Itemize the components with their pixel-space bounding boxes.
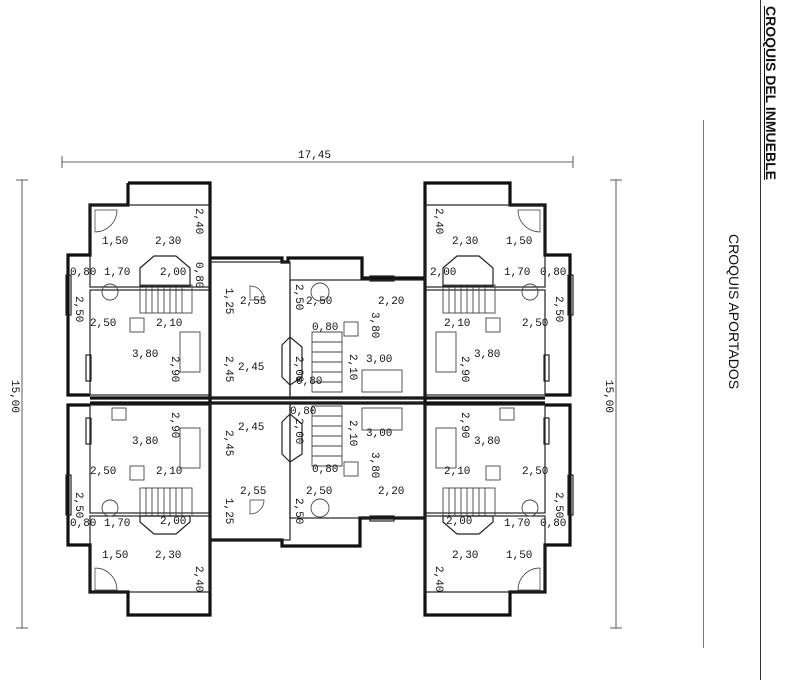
dim-label: 2,90 [458,412,470,438]
dim-label: 2,50 [72,296,84,322]
dim-label: 2,45 [238,362,264,374]
overall-width-label: 17,45 [298,150,331,162]
dim-label: 3,80 [132,349,158,361]
dim-label: 1,25 [222,498,234,524]
dim-label: 3,80 [368,452,380,478]
windows [65,274,574,522]
dim-label: 2,20 [378,296,404,308]
dim-label: 2,50 [552,492,564,518]
dim-label: 2,10 [156,466,182,478]
dim-label: 2,30 [155,550,181,562]
divider-line [703,120,704,648]
right-unit-dimensions: 2,40 2,30 1,50 2,00 1,70 0,80 2,10 2,50 … [430,208,566,592]
dim-label: 1,50 [506,550,532,562]
door-swings [94,209,541,591]
dim-label: 1,70 [504,267,530,279]
dim-label: 0,80 [70,267,96,279]
dim-label: 2,50 [552,296,564,322]
dim-label: 2,10 [444,318,470,330]
dim-label: 1,50 [102,236,128,248]
right-border-line [760,0,761,680]
page-subtitle: CROQUIS APORTADOS [726,234,742,390]
dim-label: 2,55 [240,486,266,498]
dim-label: 2,20 [378,486,404,498]
dim-label: 3,80 [132,436,158,448]
dim-label: 3,80 [474,349,500,361]
dim-label: 2,00 [446,516,472,528]
dim-label: 0,80 [312,464,338,476]
floor-plan-drawing: 17,45 15,00 15,00 [8,150,622,629]
dim-label: 3,00 [366,354,392,366]
dim-label: 0,80 [540,267,566,279]
dim-label: 2,50 [292,498,304,524]
dim-label: 0,80 [312,322,338,334]
dim-label: 2,90 [168,356,180,382]
dim-label: 2,45 [222,430,234,456]
dim-label: 2,50 [522,466,548,478]
dim-label: 0,80 [290,406,316,418]
dim-label: 2,00 [160,267,186,279]
dim-label: 2,50 [522,318,548,330]
dim-label: 2,50 [306,486,332,498]
dim-label: 3,00 [366,428,392,440]
dim-label: 2,40 [192,566,204,592]
furniture [101,282,539,518]
center-unit-dimensions: 1,25 2,55 2,50 2,50 2,20 0,80 2,45 2,45 … [222,284,404,524]
dim-label: 1,50 [506,236,532,248]
dim-label: 0,80 [70,518,96,530]
dim-label: 2,55 [240,296,266,308]
dim-label: 2,00 [430,267,456,279]
dim-label: 2,10 [444,466,470,478]
dim-label: 2,50 [292,284,304,310]
dim-label: 2,45 [238,422,264,434]
dim-label: 1,70 [104,518,130,530]
dim-label: 2,40 [432,208,444,234]
overall-dimensions [16,156,622,629]
dim-label: 3,80 [474,436,500,448]
dim-label: 0,80 [192,262,204,288]
dim-label: 2,50 [90,318,116,330]
staircases [139,255,496,535]
dim-label: 1,25 [222,288,234,314]
dim-label: 2,45 [222,356,234,382]
dim-label: 1,50 [102,550,128,562]
dim-label: 2,00 [160,516,186,528]
dim-label: 2,10 [346,354,358,380]
dim-label: 2,10 [346,420,358,446]
dim-label: 2,00 [292,418,304,444]
dim-label: 0,80 [540,518,566,530]
overall-height-right-label: 15,00 [602,380,614,413]
page-title: CROQUIS DEL INMUEBLE [763,6,779,180]
dim-label: 2,40 [432,566,444,592]
dim-label: 2,50 [90,466,116,478]
dim-label: 2,90 [168,412,180,438]
left-unit-dimensions: 1,50 2,30 2,40 0,80 1,70 2,00 0,80 2,50 … [70,208,204,592]
dim-label: 1,70 [504,518,530,530]
dim-label: 2,30 [155,236,181,248]
dim-label: 2,40 [192,208,204,234]
dim-label: 2,10 [156,318,182,330]
dim-label: 2,30 [452,550,478,562]
interior-walls [89,204,546,593]
dim-label: 2,50 [72,492,84,518]
dim-label: 1,70 [104,267,130,279]
overall-height-left-label: 15,00 [8,380,20,413]
dim-label: 2,90 [458,356,470,382]
dim-label: 3,80 [368,312,380,338]
dim-label: 0,80 [296,376,322,388]
dim-label: 2,50 [306,296,332,308]
dim-label: 2,30 [452,236,478,248]
exterior-walls [66,181,572,617]
dim-label: 2,00 [292,356,304,382]
